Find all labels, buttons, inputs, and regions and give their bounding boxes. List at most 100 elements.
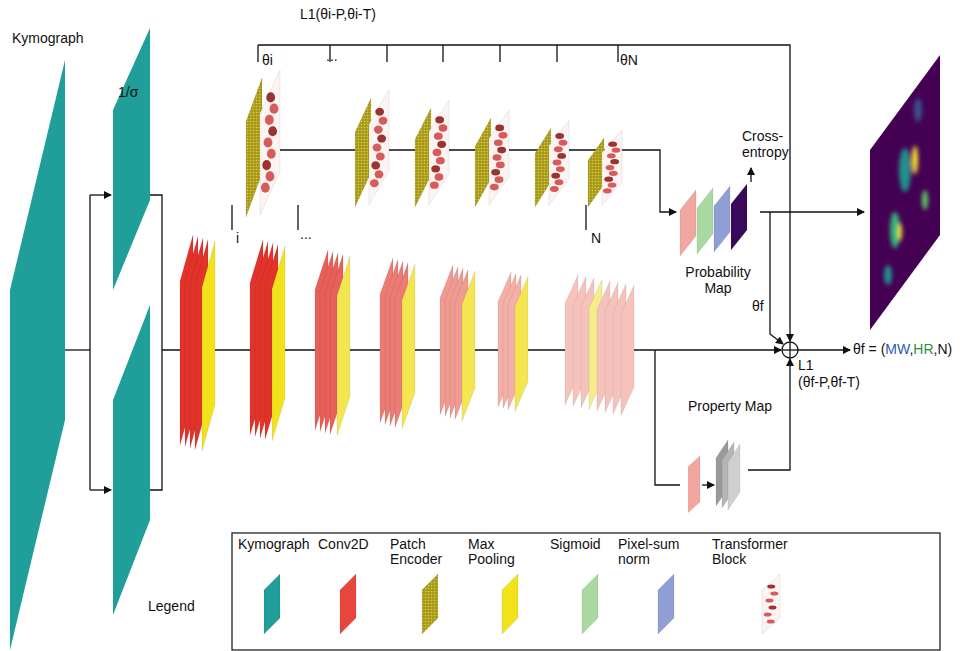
attention-spot	[495, 125, 504, 132]
node-label: Cross-entropy	[742, 128, 800, 160]
diagram-label: N	[591, 230, 601, 246]
conv-layer	[621, 286, 634, 416]
heatmap-blob	[912, 146, 918, 174]
attention-spot	[555, 179, 564, 185]
patch-encoder	[588, 138, 604, 207]
maxpool-layer	[337, 256, 350, 436]
attention-spot	[268, 126, 277, 136]
attention-spot	[266, 171, 275, 181]
attention-spot	[379, 117, 388, 125]
attention-spot	[435, 173, 444, 180]
attention-spot	[556, 166, 565, 172]
attention-spot	[491, 169, 500, 176]
patch-encoder	[415, 108, 431, 207]
property-layer	[728, 444, 740, 510]
maxpool-layer	[202, 241, 215, 451]
output-tuple: θf = (MW,HR,N)	[853, 341, 952, 357]
legend-sample	[260, 572, 286, 642]
transformer-block	[260, 70, 280, 215]
patch-encoder	[355, 98, 371, 207]
probability-map: Probability Map	[676, 182, 760, 296]
property-map: Property Map	[688, 398, 774, 527]
legend-text: Kymograph	[238, 537, 318, 552]
loss-node: Cross-entropy	[742, 128, 800, 166]
attention-spot	[270, 104, 279, 114]
attention-spot	[264, 137, 273, 147]
transformer-block	[549, 120, 569, 205]
attention-spot	[495, 176, 504, 183]
attention-spot	[550, 186, 559, 192]
heatmap-blob	[922, 190, 928, 210]
attention-spot	[608, 182, 617, 187]
legend-swatch	[340, 574, 356, 634]
conv-layer	[680, 190, 696, 256]
attention-spot	[551, 173, 560, 179]
diagram-label: L1(θi-P,θi-T)	[300, 6, 376, 22]
attention-spot	[557, 153, 566, 159]
diagram-label: i	[236, 230, 239, 246]
legend-sample-svg	[758, 572, 784, 638]
legend-text: Patch Encoder	[390, 537, 456, 568]
diagram-label: (θf-P,θf-T)	[798, 374, 860, 390]
heatmap-blob	[899, 148, 911, 192]
attention-spot	[608, 142, 617, 147]
attention-spot	[373, 143, 382, 151]
legend-text: Conv2D	[318, 537, 382, 552]
node-shape	[6, 30, 90, 651]
attention-spot	[266, 92, 275, 102]
diagram-label: 1/σ	[118, 84, 138, 100]
legend-sample-svg	[260, 572, 286, 638]
attention-spot	[375, 170, 384, 178]
node-art	[688, 398, 774, 523]
legend-sample	[418, 572, 444, 642]
legend-sample-svg	[498, 572, 524, 638]
attention-spot	[769, 605, 777, 609]
attention-spot	[609, 171, 618, 176]
legend-swatch	[582, 574, 598, 634]
attention-spot	[267, 149, 276, 159]
legend-swatch	[264, 574, 280, 634]
legend-text: Max Pooling	[468, 537, 538, 568]
attention-spot	[374, 126, 383, 134]
heatmap-blob	[914, 98, 922, 122]
heatmap-blob	[884, 265, 892, 285]
legend-sample	[758, 572, 784, 642]
attention-spot	[765, 598, 773, 602]
legend-text: Pixel-sum norm	[618, 537, 698, 568]
legend-sample-svg	[418, 572, 444, 638]
attention-spot	[431, 165, 440, 172]
kymograph-input: Kymograph	[6, 30, 90, 651]
output-part: ,N)	[934, 341, 953, 357]
patch-encoder	[475, 118, 491, 207]
diagram-label: ...	[326, 48, 338, 64]
attention-spot	[604, 177, 613, 182]
transformer-block	[369, 90, 389, 205]
node-label: Kymograph	[6, 30, 90, 46]
attention-spot	[261, 183, 270, 193]
attention-spot	[610, 159, 619, 164]
diagram-label: θf	[752, 298, 764, 314]
legend-sample-svg	[578, 572, 604, 638]
output-part: MW	[885, 341, 909, 357]
attention-spot	[767, 619, 775, 623]
node-label: Probability Map	[676, 264, 760, 296]
node-label: Property Map	[688, 398, 774, 414]
legend-sample	[498, 572, 524, 642]
legend-sample	[654, 572, 680, 642]
patch-encoder-sample	[422, 574, 438, 634]
attention-spot	[496, 162, 505, 169]
attention-spot	[493, 154, 502, 161]
output-part: ,	[909, 341, 913, 357]
legend-text: Sigmoid	[550, 537, 612, 552]
legend-sample	[336, 572, 362, 642]
attention-spot	[370, 179, 379, 187]
diagram-label: L1	[798, 357, 814, 373]
attention-spot	[433, 149, 442, 156]
attention-spot	[375, 108, 384, 116]
attention-spot	[764, 612, 772, 616]
output-part: HR	[913, 341, 933, 357]
transformer-block	[489, 110, 509, 205]
legend-sample	[578, 572, 604, 642]
attention-spot	[612, 147, 621, 152]
legend-swatch	[658, 574, 674, 634]
